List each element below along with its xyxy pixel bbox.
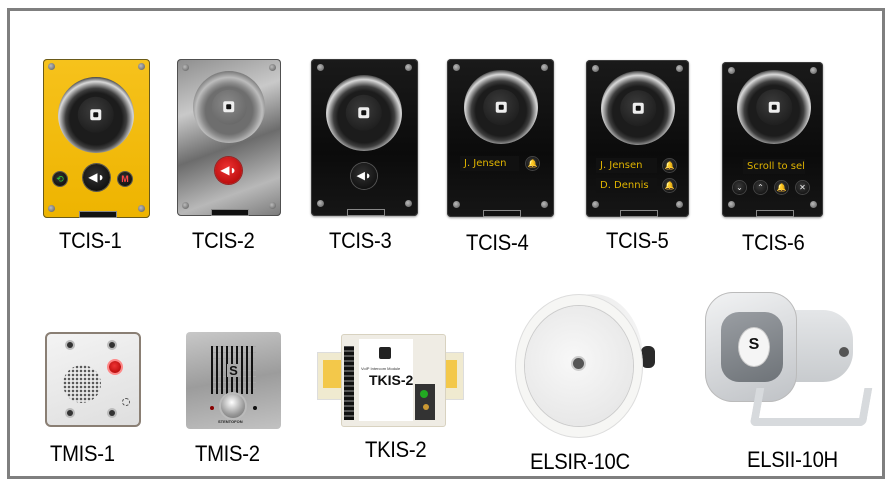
device-tcis-2: ◀◗ [177,59,281,216]
speaker-grille [326,75,402,151]
logo-icon [358,107,370,119]
speaker-grille [601,71,675,145]
panel: ◀◗ [311,59,418,216]
bell-icon: 🔔 [663,179,676,192]
label-tcis-4: TCIS-4 [466,230,529,255]
device-tcis-4: J. Jensen 🔔 [447,59,554,217]
device-tcis-6: Scroll to selec ⌄ ⌃ 🔔 ✕ [722,62,823,217]
label-tcis-1: TCIS-1 [59,228,122,253]
label-tcis-5: TCIS-5 [606,228,669,253]
label-tcis-3: TCIS-3 [329,228,392,253]
logo-icon: S [748,336,760,353]
phone-button: ⟲ [53,172,67,186]
call-button: ◀◗ [215,157,242,184]
brand-plate [211,209,249,216]
label-tcis-6: TCIS-6 [742,230,805,255]
label-tkis-2: TKIS-2 [365,437,427,462]
device-tcis-1: ⟲ ◀◗ M [43,59,150,218]
panel: Scroll to selec ⌄ ⌃ 🔔 ✕ [722,62,823,217]
display-line: J. Jensen [460,156,519,171]
panel: ⟲ ◀◗ M [43,59,150,218]
logo-icon [573,358,584,369]
logo-icon: S [227,364,240,377]
module-title: TKIS-2 [369,372,414,388]
horn-driver [739,328,769,366]
pivot-bolt [839,347,849,357]
logo-icon [90,109,102,121]
speaker-grille [63,365,101,403]
speaker-grille [464,70,538,144]
cable-gland [641,346,655,368]
bell-icon: 🔔 [526,157,539,170]
label-elsii-10h: ELSII-10H [747,447,838,472]
module-subtitle: VoIP Intercom Module [361,366,401,371]
logo-icon [632,102,644,114]
m-button: M [118,172,132,186]
panel: J. Jensen 🔔 [447,59,554,217]
label-tcis-2: TCIS-2 [192,228,255,253]
brand-plate [756,210,794,217]
call-button [221,394,245,418]
device-elsir-10c [515,290,675,440]
call-button: ◀◗ [351,163,377,189]
call-button: ◀◗ [83,164,110,191]
bell-icon: 🔔 [775,181,788,194]
device-tcis-5: J. Jensen 🔔 D. Dennis 🔔 [586,60,689,217]
bell-icon: 🔔 [663,159,676,172]
call-button [109,361,121,373]
speaker-grille [737,70,811,144]
speaker-grille [193,71,265,143]
speaker-grille [58,77,134,153]
logo-icon [379,347,391,359]
display-line: Scroll to selec [743,159,805,174]
logo-icon [223,101,235,113]
display-line: D. Dennis [596,178,657,193]
device-tmis-1 [45,332,141,427]
logo-icon [768,101,780,113]
bracket-pad-left [323,360,345,388]
label-tmis-2: TMIS-2 [195,441,260,466]
logo-icon [495,101,507,113]
mounting-bracket [749,388,873,426]
device-elsii-10h: S [705,292,873,432]
terminal-block [344,346,354,420]
brand-plate [79,211,117,218]
label-tmis-1: TMIS-1 [50,441,115,466]
device-tmis-2: S STENTOFON [186,332,281,429]
brand-plate [620,210,658,217]
label-elsir-10c: ELSIR-10C [530,449,630,474]
close-icon: ✕ [796,181,809,194]
panel: ◀◗ [177,59,281,216]
device-tcis-3: ◀◗ [311,59,418,216]
display-line: J. Jensen [596,158,657,173]
brand-text: STENTOFON [218,419,243,424]
panel: J. Jensen 🔔 D. Dennis 🔔 [586,60,689,217]
brand-plate [347,209,385,216]
brand-plate [483,210,521,217]
device-tkis-2: VoIP Intercom Module TKIS-2 [317,334,464,427]
chevron-down-icon: ⌄ [733,181,746,194]
chevron-up-icon: ⌃ [754,181,767,194]
mic-icon [122,398,130,406]
